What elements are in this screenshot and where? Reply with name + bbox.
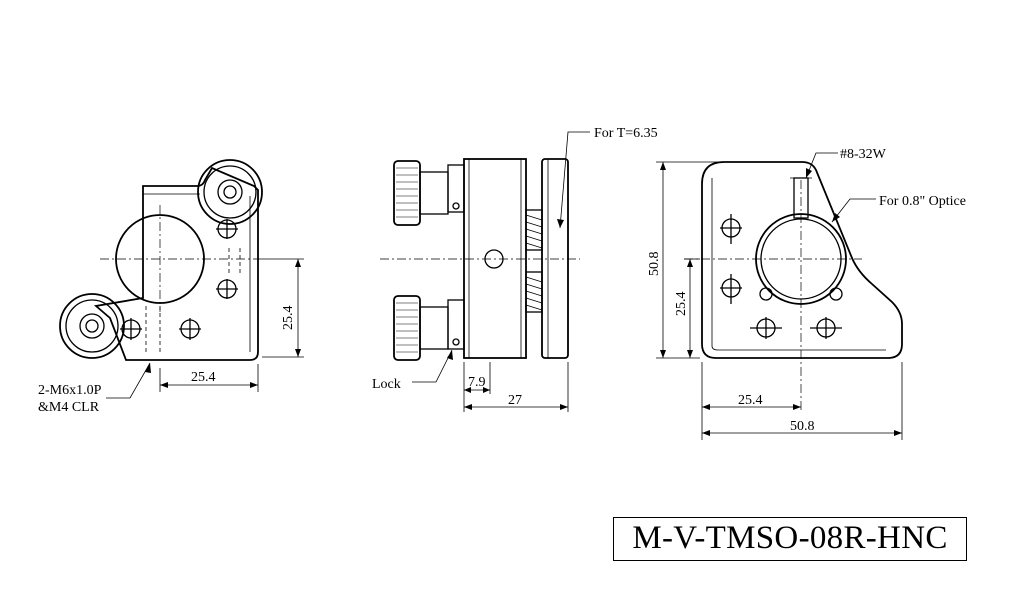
rear-screw-3 xyxy=(750,317,782,339)
rear-body-outline xyxy=(701,161,903,359)
side-knob-bottom xyxy=(393,295,449,361)
front-view: 25.4 25.4 2-M6x1.0P &M4 CLR xyxy=(38,159,304,415)
rear-dim-height-center-text: 25.4 xyxy=(674,292,689,317)
thread-note-line2: &M4 CLR xyxy=(38,400,100,415)
optic-note: For 0.8" Optice xyxy=(831,194,966,223)
front-screw-1 xyxy=(216,219,238,239)
thickness-callout-text: For T=6.35 xyxy=(594,126,658,141)
rear-dim-width-center: 25.4 xyxy=(701,362,801,440)
front-dim-v-text: 25.4 xyxy=(281,306,296,331)
rear-screw-4 xyxy=(810,317,842,339)
thread-note: 2-M6x1.0P &M4 CLR xyxy=(38,362,151,415)
optic-note-text: For 0.8" Optice xyxy=(879,194,966,209)
rear-view: #8-32W For 0.8" Optice 50.8 25.4 xyxy=(647,147,966,440)
tap-note-text: #8-32W xyxy=(840,147,887,162)
rear-dim-height-total: 50.8 xyxy=(647,161,722,359)
front-screw-2 xyxy=(216,279,238,299)
tap-note: #8-32W xyxy=(805,147,887,179)
rear-dim-height-total-text: 50.8 xyxy=(647,252,662,277)
rear-dim-height-center: 25.4 xyxy=(674,258,700,358)
rear-dim-width-total-text: 50.8 xyxy=(790,419,815,434)
front-screw-3 xyxy=(120,318,142,340)
front-dim-vertical: 25.4 xyxy=(262,258,304,358)
side-dim-small: 7.9 xyxy=(463,362,491,412)
rear-screw-1 xyxy=(720,214,742,244)
adjuster-knob-bottom xyxy=(59,293,125,359)
model-number-box: M-V-TMSO-08R-HNC xyxy=(613,517,967,561)
rear-screw-2 xyxy=(720,274,742,304)
lock-label: Lock xyxy=(372,377,401,392)
side-dim-small-text: 7.9 xyxy=(468,375,486,390)
side-knob-top xyxy=(393,160,449,226)
side-back-plate xyxy=(541,158,569,359)
rear-dim-width-total: 50.8 xyxy=(702,362,903,440)
front-dim-horizontal: 25.4 xyxy=(159,364,259,392)
front-body-outline xyxy=(93,166,259,361)
lock-callout: Lock xyxy=(372,349,453,392)
side-view: For T=6.35 Lock 7.9 27 xyxy=(372,126,658,412)
front-dim-h-text: 25.4 xyxy=(191,370,216,385)
adjuster-knob-top xyxy=(197,159,263,225)
side-body xyxy=(463,158,527,359)
side-dim-width: 27 xyxy=(464,362,569,412)
front-screw-4 xyxy=(179,318,201,340)
side-dim-width-text: 27 xyxy=(508,393,522,408)
rear-dim-width-center-text: 25.4 xyxy=(738,393,763,408)
thickness-callout: For T=6.35 xyxy=(557,126,658,229)
side-springs xyxy=(525,209,543,313)
thread-note-line1: 2-M6x1.0P xyxy=(38,383,102,398)
